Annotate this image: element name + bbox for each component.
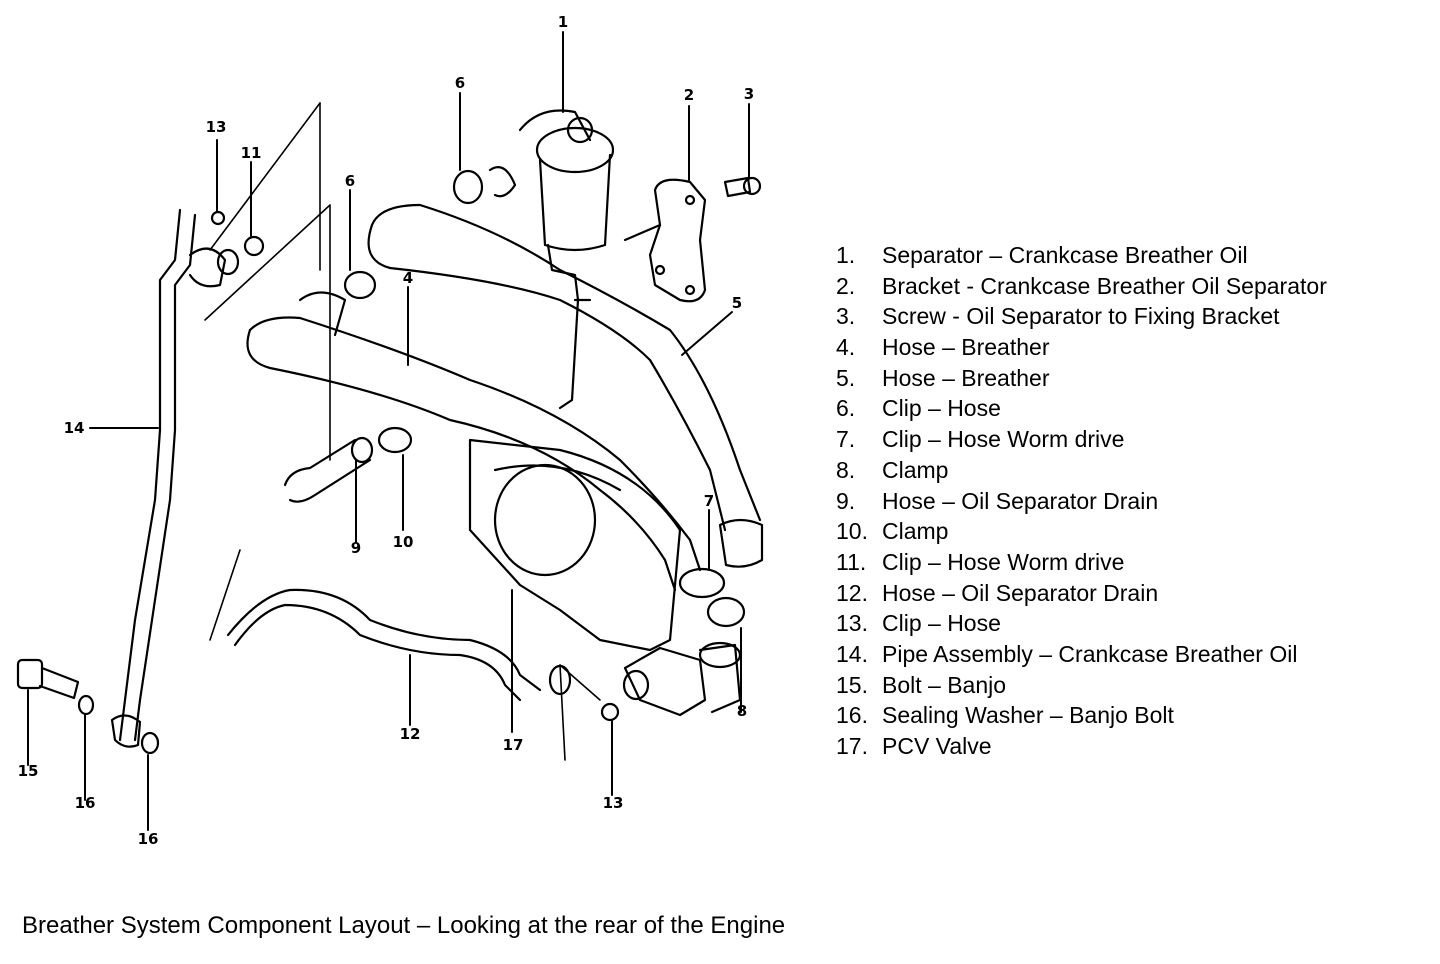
sealing-washer-lower [140, 731, 160, 755]
legend-number: 12. [836, 579, 868, 606]
legend-item: 3. Screw - Oil Separator to Fixing Bracke… [836, 301, 1426, 332]
legend-number: 5. [836, 364, 856, 391]
oil-separator [518, 109, 615, 410]
legend-number: 1. [836, 242, 856, 268]
pcv-valve [622, 641, 742, 717]
legend-label: Clamp [882, 456, 949, 483]
legend-item: 13. Clip – Hose [836, 608, 1426, 639]
callout-6-lower: 6 [345, 172, 355, 190]
callout-13-lower: 13 [603, 794, 624, 812]
hose-clip-13-lower [600, 702, 620, 722]
callout-17: 17 [503, 736, 524, 754]
legend-number: 6. [836, 395, 856, 422]
legend-number: 14. [836, 640, 868, 667]
callout-12: 12 [400, 725, 421, 743]
breather-hose-lower [246, 291, 702, 592]
callout-10: 10 [393, 533, 414, 551]
legend-item: 10. Clamp [836, 516, 1426, 547]
worm-drive-clip-7 [678, 567, 726, 599]
legend-number: 15. [836, 671, 868, 698]
legend-label: Hose – Oil Separator Drain [882, 487, 1159, 514]
callout-13-upper: 13 [206, 118, 227, 136]
component-legend: 1. Separator – Crankcase Breather Oil 2. B… [836, 240, 1426, 762]
sealing-washer-upper [77, 694, 95, 716]
legend-number: 3. [836, 303, 856, 330]
legend-item: 5. Hose – Breather [836, 363, 1426, 394]
legend-number: 4. [836, 334, 856, 361]
legend-item: 1. Separator – Crankcase Breather Oil [836, 240, 1426, 271]
legend-number: 7. [836, 426, 856, 453]
clamp-8 [706, 596, 746, 628]
separator-drain-hose [283, 436, 374, 503]
legend-label: Hose – Breather [882, 364, 1050, 391]
legend-number: 11. [836, 548, 867, 575]
hose-clip-6-lower [343, 270, 377, 300]
callout-16-lower: 16 [138, 830, 159, 848]
callout-labels: 1 2 3 4 5 6 6 7 8 9 10 11 12 13 13 14 15… [18, 13, 755, 848]
legend-label: Bracket - Crankcase Breather Oil Separat… [882, 272, 1327, 299]
legend-label: Clip – Hose Worm drive [882, 426, 1125, 453]
legend-number: 2. [836, 272, 856, 299]
engine-cover-plate [468, 438, 682, 652]
callout-6-upper: 6 [455, 74, 465, 92]
legend-item: 9. Hose – Oil Separator Drain [836, 486, 1426, 517]
callout-9: 9 [351, 539, 361, 557]
legend-item: 11. Clip – Hose Worm drive [836, 547, 1426, 578]
callout-14: 14 [64, 419, 85, 437]
separator-bracket [623, 178, 707, 303]
legend-label: Clip – Hose Worm drive [882, 548, 1125, 575]
legend-item: 7. Clip – Hose Worm drive [836, 424, 1426, 455]
fixing-screw [723, 176, 762, 198]
hose-clip-6-upper [452, 169, 484, 205]
legend-label: Sealing Washer – Banjo Bolt [882, 702, 1174, 729]
legend-item: 2. Bracket - Crankcase Breather Oil Separ… [836, 271, 1426, 302]
legend-item: 4. Hose – Breather [836, 332, 1426, 363]
legend-label: Clip – Hose [882, 395, 1001, 422]
callout-7: 7 [704, 492, 714, 510]
legend-number: 9. [836, 487, 856, 514]
legend-item: 14. Pipe Assembly – Crankcase Breather Oi… [836, 639, 1426, 670]
legend-label: Hose – Oil Separator Drain [882, 579, 1159, 606]
legend-label: Pipe Assembly – Crankcase Breather Oil [882, 640, 1298, 667]
legend-item: 17. PCV Valve [836, 731, 1426, 762]
legend-item: 16. Sealing Washer – Banjo Bolt [836, 700, 1426, 731]
legend-number: 16. [836, 702, 868, 729]
breather-hose-upper [367, 203, 764, 568]
banjo-bolt [16, 658, 80, 700]
callout-8: 8 [737, 702, 747, 720]
clamp-10 [377, 426, 413, 454]
breather-oil-pipe [110, 208, 240, 748]
legend-label: PCV Valve [882, 733, 992, 759]
callout-15: 15 [18, 762, 39, 780]
legend-item: 15. Bolt – Banjo [836, 670, 1426, 701]
legend-number: 10. [836, 518, 868, 545]
legend-label: Screw - Oil Separator to Fixing Bracket [882, 303, 1280, 330]
leader-lines [27, 31, 750, 831]
callout-16-upper: 16 [75, 794, 96, 812]
engine-outline-lines [204, 102, 601, 761]
hose-clip-13-upper [210, 210, 226, 226]
callout-11: 11 [241, 144, 262, 162]
lower-drain-hose [226, 588, 572, 702]
legend-label: Clip – Hose [882, 610, 1001, 637]
legend-item: 12. Hose – Oil Separator Drain [836, 578, 1426, 609]
callout-3: 3 [744, 85, 754, 103]
legend-label: Hose – Breather [882, 334, 1050, 361]
worm-drive-clip-11 [243, 235, 265, 257]
figure-caption: Breather System Component Layout – Looki… [22, 912, 786, 939]
legend-label: Bolt – Banjo [882, 671, 1007, 698]
legend-number: 8. [836, 456, 856, 483]
legend-item: 8. Clamp [836, 455, 1426, 486]
legend-number: 13. [836, 610, 868, 637]
legend-label: Clamp [882, 518, 949, 545]
legend-label: Separator – Crankcase Breather Oil [882, 242, 1248, 268]
legend-item: 6. Clip – Hose [836, 393, 1426, 424]
callout-1: 1 [558, 13, 568, 31]
callout-5: 5 [732, 294, 742, 312]
callout-2: 2 [684, 86, 694, 104]
callout-4: 4 [403, 269, 413, 287]
legend-number: 17. [836, 733, 868, 759]
